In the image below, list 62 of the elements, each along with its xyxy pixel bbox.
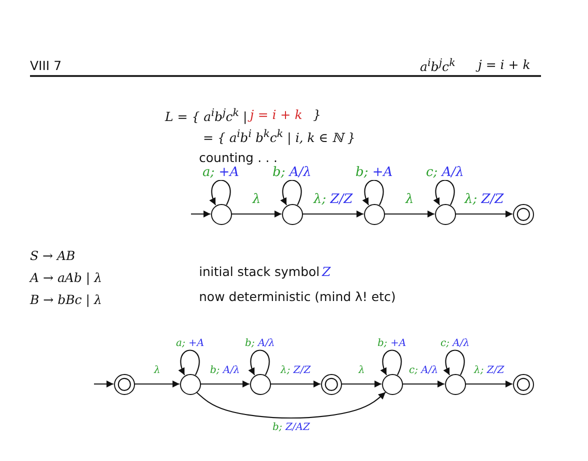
formula: B → bBc | λ xyxy=(30,292,102,307)
edge-label: a; +A xyxy=(202,166,240,180)
edge-label: b; A/λ xyxy=(209,364,241,376)
note-text: initial stack symbol xyxy=(199,264,320,279)
formula: j = i + k xyxy=(478,57,530,72)
edge-label: c; A/λ xyxy=(425,166,465,180)
formula: S → AB xyxy=(30,248,76,263)
edge-label: λ; Z/Z xyxy=(473,364,506,376)
formula: = { a$^{i}$b$^{i}$ b$^{k}$c$^{k}$ | i, k ∈ ℕ } xyxy=(203,128,356,146)
self-loop-arrow xyxy=(434,180,455,206)
edge-label: λ; Z/Z xyxy=(280,364,312,376)
self-loop-arrow xyxy=(444,350,465,376)
edge-label: λ xyxy=(153,364,162,376)
edge-label: b; +A xyxy=(354,166,394,180)
transition-arrow xyxy=(94,380,114,388)
self-loop-arrow xyxy=(280,180,302,206)
self-loop-arrow xyxy=(178,350,200,376)
formula: j = i + k xyxy=(250,107,302,122)
transition-arrow xyxy=(196,392,386,419)
edge-label: b; Z/AZ xyxy=(272,422,311,432)
edge-label: λ; Z/Z xyxy=(312,193,354,208)
transition-arrow xyxy=(342,380,382,388)
edge-label: a; +A xyxy=(175,338,206,348)
edge-label: c; A/λ xyxy=(440,338,471,348)
formula: Z xyxy=(322,264,331,279)
note-text: counting . . . xyxy=(199,150,278,165)
self-loop-arrow xyxy=(248,350,270,376)
state-circle xyxy=(434,204,456,224)
transition-arrow xyxy=(270,380,320,388)
transition-arrow xyxy=(456,210,512,218)
self-loop-arrow xyxy=(380,350,402,376)
formula: A → aAb | λ xyxy=(30,270,102,285)
formula: } xyxy=(313,107,321,122)
accepting-state xyxy=(512,374,534,394)
edge-label: λ xyxy=(358,364,366,376)
state-circle xyxy=(250,374,270,394)
state-circle xyxy=(210,204,232,224)
edge-label: b; A/λ xyxy=(244,338,276,348)
state-circle xyxy=(382,374,402,394)
edge-label: λ; Z/Z xyxy=(464,193,505,208)
edge-label: b; +A xyxy=(376,338,408,348)
edge-label: c; A/λ xyxy=(408,364,440,376)
transition-arrow xyxy=(191,210,210,218)
transition-arrow xyxy=(200,380,250,388)
page-title: VIII 7 xyxy=(30,58,62,73)
transition-arrow xyxy=(232,210,282,218)
transition-arrow xyxy=(466,380,512,388)
note-text: now deterministic (mind λ! etc) xyxy=(199,289,396,304)
accepting-state xyxy=(512,204,534,224)
transition-arrow xyxy=(302,210,364,218)
accepting-state xyxy=(320,374,342,394)
state-circle xyxy=(364,204,384,224)
state-circle xyxy=(444,374,466,394)
transition-arrow xyxy=(134,380,180,388)
transition-arrow xyxy=(384,210,434,218)
accepting-state xyxy=(114,374,134,394)
self-loop-arrow xyxy=(362,180,384,206)
state-circle xyxy=(282,204,302,224)
self-loop-arrow xyxy=(210,180,231,206)
state-circle xyxy=(180,374,200,394)
transition-arrow xyxy=(402,380,444,388)
edge-label: b; A/λ xyxy=(272,166,312,180)
